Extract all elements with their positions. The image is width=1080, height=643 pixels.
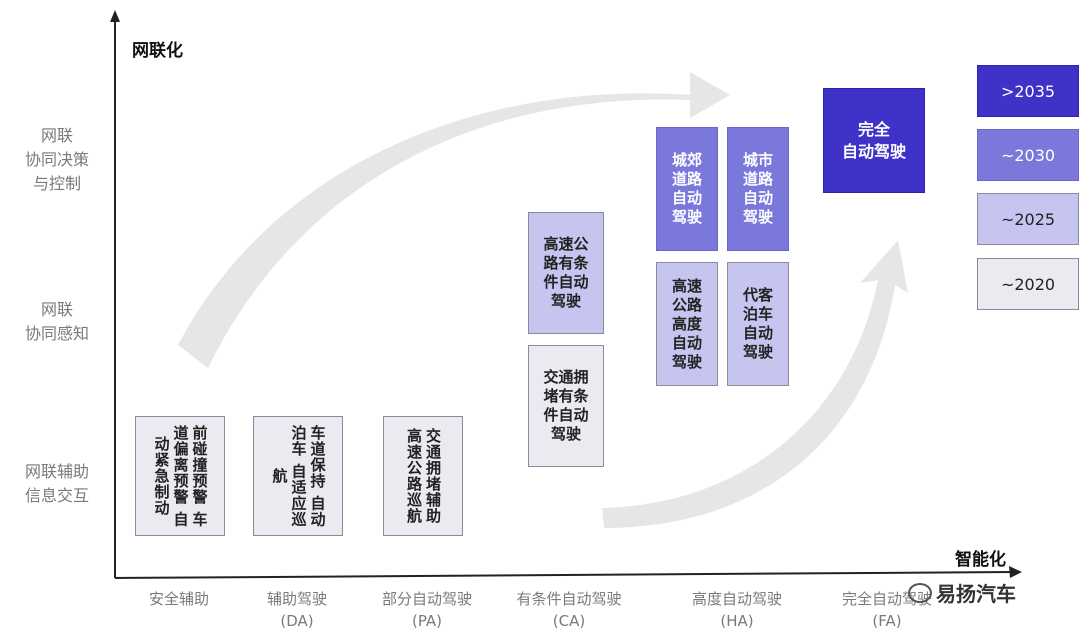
box-text: 前碰撞预警 车道偏离预警 自动紧急制动 bbox=[152, 424, 209, 528]
legend-item-2030: ~2030 bbox=[977, 129, 1079, 181]
x-axis-title: 智能化 bbox=[955, 550, 1006, 570]
watermark-text: 易扬汽车 bbox=[936, 582, 1016, 606]
box-text: 城郊 道路 自动 驾驶 bbox=[671, 151, 702, 226]
partial-auto-box: 交通拥堵辅助 高速公路巡航 bbox=[383, 416, 463, 536]
y-level-label: 网联 协同决策 与控制 bbox=[24, 126, 89, 193]
x-level-label: 高度自动驾驶 (HA) bbox=[691, 590, 782, 630]
box-text: 交通拥堵辅助 高速公路巡航 bbox=[405, 428, 442, 524]
legend-item-2025: ~2025 bbox=[977, 193, 1079, 245]
x-level-label: 安全辅助 bbox=[148, 590, 209, 608]
x-level-label: 辅助驾驶 (DA) bbox=[266, 590, 327, 630]
legend-label: ~2025 bbox=[1000, 209, 1056, 229]
traffic-jam-conditional-box: 交通拥 堵有条 件自动 驾驶 bbox=[528, 345, 604, 467]
x-axis-line bbox=[114, 571, 1013, 579]
box-text: 高速 公路 高度 自动 驾驶 bbox=[671, 276, 702, 371]
upper-curved-arrow bbox=[178, 72, 730, 368]
box-text: 高速公 路有条 件自动 驾驶 bbox=[543, 235, 589, 310]
box-text: 车道保持 自动泊车 自适应巡航 bbox=[270, 424, 327, 528]
box-text: 交通拥 堵有条 件自动 驾驶 bbox=[543, 368, 589, 443]
x-level-label: 有条件自动驾驶 (CA) bbox=[516, 590, 622, 630]
box-text: 城市 道路 自动 驾驶 bbox=[742, 151, 773, 226]
urban-road-box: 城市 道路 自动 驾驶 bbox=[727, 127, 789, 251]
legend-item-2020: ~2020 bbox=[977, 258, 1079, 310]
y-axis-arrowhead bbox=[110, 10, 120, 22]
legend-label: >2035 bbox=[1000, 81, 1056, 101]
suburban-road-box: 城郊 道路 自动 驾驶 bbox=[656, 127, 718, 251]
legend-label: ~2030 bbox=[1000, 145, 1056, 165]
highway-high-auto-box: 高速 公路 高度 自动 驾驶 bbox=[656, 262, 718, 386]
box-text: 代客 泊车 自动 驾驶 bbox=[742, 286, 773, 361]
y-axis-title: 网联化 bbox=[132, 41, 183, 61]
full-automation-box: 完全 自动驾驶 bbox=[823, 88, 925, 193]
x-level-label: 部分自动驾驶 (PA) bbox=[381, 590, 472, 630]
wechat-icon bbox=[908, 582, 932, 603]
watermark: 易扬汽车 bbox=[908, 578, 1016, 607]
safety-assist-box: 前碰撞预警 车道偏离预警 自动紧急制动 bbox=[135, 416, 225, 536]
box-text: 完全 自动驾驶 bbox=[841, 119, 906, 161]
y-level-label: 网联辅助 信息交互 bbox=[24, 462, 89, 505]
legend-item-2035: >2035 bbox=[977, 65, 1079, 117]
valet-parking-box: 代客 泊车 自动 驾驶 bbox=[727, 262, 789, 386]
highway-conditional-box: 高速公 路有条 件自动 驾驶 bbox=[528, 212, 604, 334]
legend-label: ~2020 bbox=[1000, 274, 1056, 294]
driver-assist-box: 车道保持 自动泊车 自适应巡航 bbox=[253, 416, 343, 536]
lower-curved-arrow bbox=[602, 240, 908, 528]
y-level-label: 网联 协同感知 bbox=[24, 300, 89, 343]
x-axis-arrowhead bbox=[1009, 566, 1022, 578]
